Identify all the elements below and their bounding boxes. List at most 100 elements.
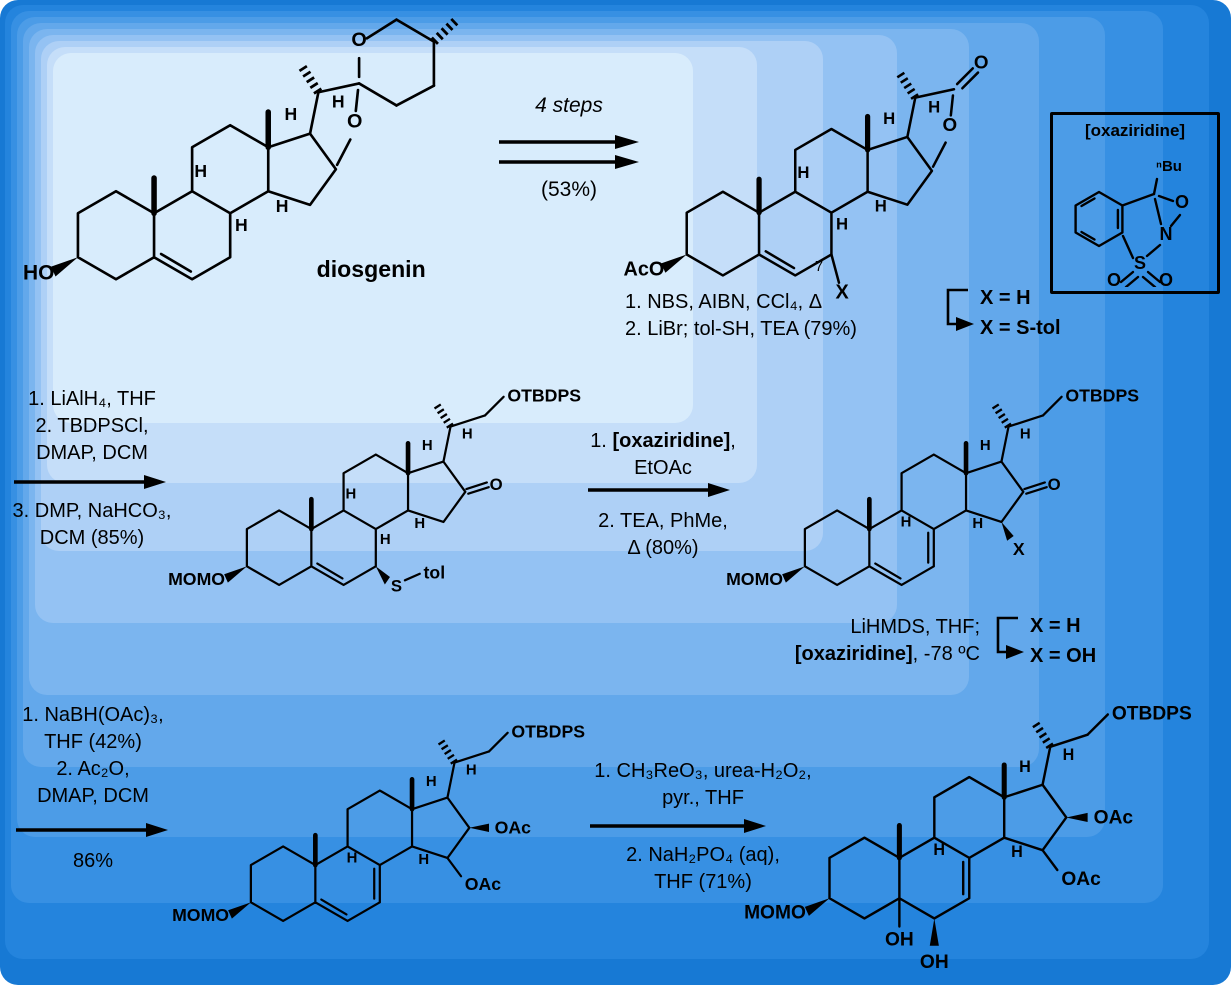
stereo-h: H: [1011, 843, 1023, 861]
stereo-h: H: [422, 438, 433, 454]
label-ho: HO: [23, 261, 54, 284]
oxaziridine-ring: [1119, 177, 1182, 287]
structure-final-diol-diacetate: MOMO OTBDPS OAc OAc OH OH H H H H: [744, 704, 1192, 973]
steroid-core: [224, 441, 467, 587]
c7-x-bond: [830, 253, 841, 284]
label-momo: MOMO: [172, 905, 229, 925]
side-chain-otbdps: [990, 395, 1063, 463]
x-definition-from: X = H: [980, 287, 1031, 309]
stereo-h: H: [426, 774, 437, 790]
stereo-h: H: [332, 92, 345, 112]
stereo-h: H: [797, 163, 809, 182]
thioether-sulfur: S: [391, 576, 402, 595]
stereo-h: H: [285, 104, 298, 124]
reaction-arrow-step3: [588, 483, 730, 497]
x-transformation-arrow: [996, 616, 1024, 659]
label-otbdps: OTBDPS: [1112, 704, 1192, 725]
inset-title: [oxaziridine]: [1084, 121, 1186, 140]
stereo-h: H: [466, 763, 477, 779]
sulfonyl-sulfur: S: [1134, 253, 1146, 273]
side-chain-otbdps: [1030, 713, 1110, 786]
c6-oh-wedge: [929, 918, 939, 946]
stereo-h: H: [345, 486, 356, 502]
oxaziridine-nitrogen: N: [1160, 224, 1173, 244]
step1-yield: (53%): [540, 178, 598, 201]
stereo-h: H: [380, 532, 391, 548]
stereo-h: H: [901, 514, 912, 530]
c16-oac-wedge: [469, 823, 489, 832]
c15-oac-bond: [1041, 848, 1059, 872]
steroid-core: [804, 762, 1068, 920]
label-otbdps: OTBDPS: [1065, 385, 1139, 405]
stereo-h: H: [462, 427, 473, 443]
c15-oac-bond: [446, 856, 463, 878]
stereo-h: H: [883, 109, 895, 128]
structure-diosgenin: HO O O H H H H H diosgenin: [23, 15, 462, 284]
conditions-step5-bottom: 2. NaH₂PO₄ (aq), THF (71%): [626, 844, 780, 893]
stereo-h: H: [194, 161, 207, 181]
conditions-step2-top: 1. LiAlH₄, THF 2. TBDPSCl, DMAP, DCM: [28, 388, 156, 464]
stereo-h: H: [875, 197, 887, 216]
stereo-h: H: [972, 516, 983, 532]
structure-diacetate-diene: MOMO OTBDPS OAc OAc H H H H: [172, 721, 585, 925]
stereo-h: H: [347, 850, 358, 866]
stereo-h: H: [235, 215, 248, 235]
conditions-step4-top: 1. NaBH(OAc)₃, THF (42%) 2. Ac₂O, DMAP, …: [22, 704, 164, 807]
pyran-oxygen: O: [351, 29, 366, 51]
conditions-step3b: LiHMDS, THF; [oxaziridine], -78 ºC: [794, 616, 980, 665]
label-oac: OAc: [465, 874, 502, 894]
stereo-h: H: [276, 196, 289, 216]
stereo-h: H: [1063, 746, 1075, 764]
side-chain-otbdps: [436, 731, 509, 799]
ketone-oxygen: O: [490, 475, 503, 494]
x-definition-to: X = OH: [1030, 645, 1097, 667]
label-oh: OH: [885, 930, 914, 951]
sulfonyl-oxygen: O: [1107, 270, 1121, 287]
spiroketal-rings: [297, 15, 462, 167]
stereo-h: H: [836, 214, 848, 233]
label-aco: AcO: [623, 258, 664, 280]
c15-x-wedge: [1001, 521, 1014, 541]
stereo-h: H: [933, 841, 945, 859]
step1-label-above: 4 steps: [535, 94, 603, 117]
steroid-core: [782, 441, 1025, 587]
reaction-arrow-step5: [590, 819, 766, 833]
stereo-h: H: [928, 97, 940, 116]
sulfonyl-oxygen: O: [1159, 270, 1173, 287]
conditions-step2-bottom: 3. DMP, NaHCO₃, DCM (85%): [12, 500, 172, 549]
reaction-arrow-step2: [14, 475, 166, 489]
label-momo: MOMO: [168, 569, 225, 589]
background-band: [53, 53, 693, 423]
conditions-step3-top: 1. [oxaziridine], EtOAc: [590, 430, 736, 479]
carbonyl-oxygen: O: [974, 51, 989, 72]
x-definition-from: X = H: [1030, 615, 1081, 637]
label-oac: OAc: [495, 817, 532, 837]
conditions-step1b: 1. NBS, AIBN, CCl₄, Δ 2. LiBr; tol-SH, T…: [625, 291, 857, 340]
x-transformation-arrow: [946, 288, 974, 331]
lactone-ring: [895, 67, 980, 168]
steroid-core: [661, 113, 934, 277]
label-momo: MOMO: [744, 902, 806, 923]
oxaziridine-oxygen: O: [1175, 192, 1189, 212]
lactone-oxygen: O: [942, 114, 957, 135]
label-oac: OAc: [1094, 808, 1134, 829]
stereo-h: H: [418, 852, 429, 868]
label-oh: OH: [920, 952, 949, 973]
label-x: X: [1013, 539, 1025, 559]
benzene-ring: [1074, 190, 1124, 248]
structure-oxaziridine: ⁿBu O N S O O: [1074, 158, 1189, 287]
x-definition-to: X = S-tol: [980, 317, 1061, 339]
label-oac: OAc: [1061, 869, 1101, 890]
steroid-core: [228, 777, 471, 923]
label-otbdps: OTBDPS: [507, 385, 581, 405]
oxaziridine-inset-box: [oxaziridine]: [1050, 112, 1220, 294]
conditions-step3-bottom: 2. TEA, PhMe, Δ (80%): [598, 510, 728, 559]
side-chain-otbdps: [432, 395, 505, 463]
stereo-h: H: [1020, 427, 1031, 443]
stereo-h: H: [980, 438, 991, 454]
multi-step-arrow: [499, 135, 639, 169]
steroid-core: [51, 109, 338, 281]
c16-oac-wedge: [1066, 812, 1088, 823]
locant-7: 7: [815, 259, 823, 275]
